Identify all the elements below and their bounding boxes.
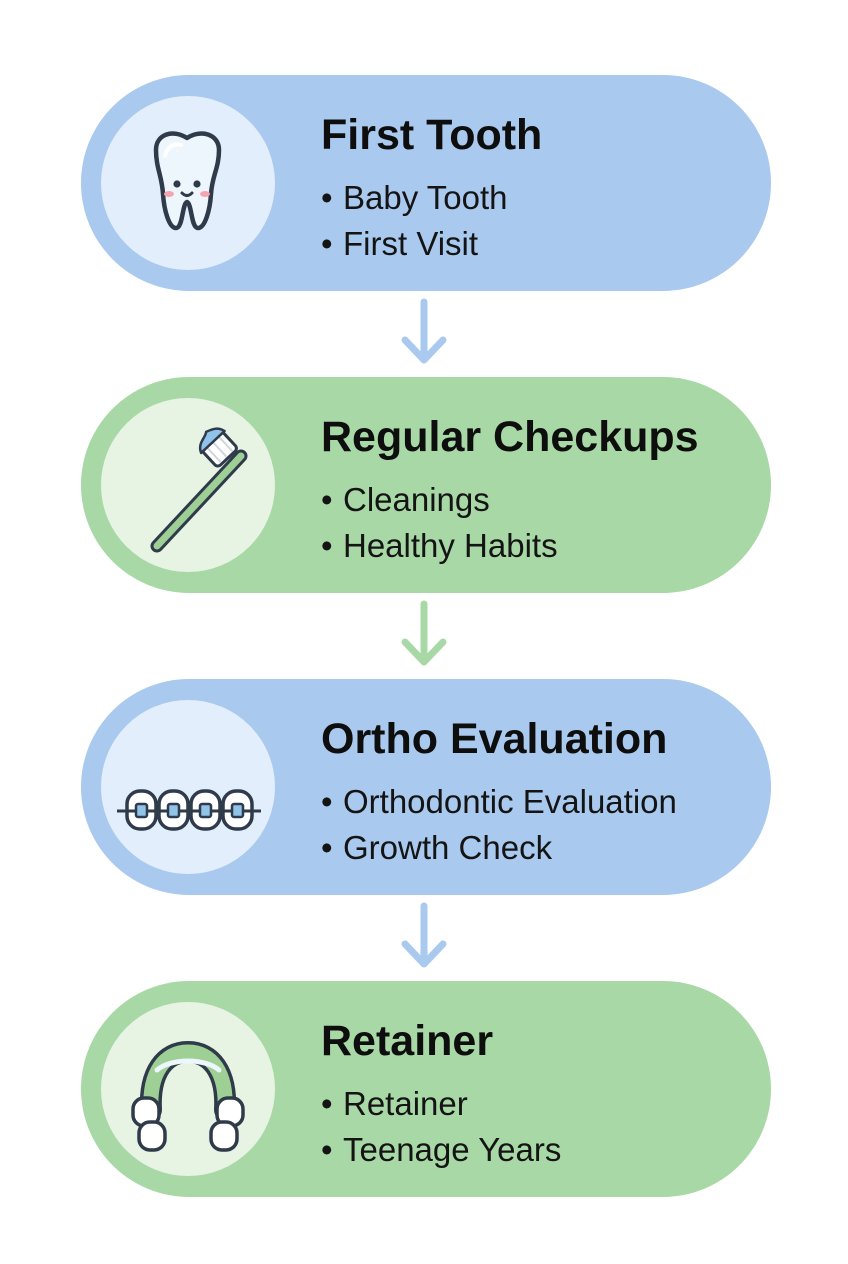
stage-retainer: Retainer Retainer Teenage Years [81, 981, 771, 1197]
down-arrow-icon [401, 298, 447, 364]
retainer-icon [131, 1040, 245, 1152]
stage-title: First Tooth [321, 111, 543, 159]
braces-icon [117, 789, 261, 831]
bullet-item: Growth Check [321, 825, 677, 871]
down-arrow-icon [401, 600, 447, 666]
stage-bullets: Baby Tooth First Visit [321, 175, 508, 267]
bullet-item: Cleanings [321, 477, 558, 523]
bullet-item: Orthodontic Evaluation [321, 779, 677, 825]
stage-first-tooth: First Tooth Baby Tooth First Visit [81, 75, 771, 291]
icon-badge [101, 1002, 275, 1176]
stage-title: Retainer [321, 1017, 494, 1065]
bullet-item: First Visit [321, 221, 508, 267]
stage-regular-checkups: Regular Checkups Cleanings Healthy Habit… [81, 377, 771, 593]
toothbrush-icon [150, 427, 248, 553]
icon-badge [101, 398, 275, 572]
bullet-item: Healthy Habits [321, 523, 558, 569]
icon-badge [101, 700, 275, 874]
stage-bullets: Orthodontic Evaluation Growth Check [321, 779, 677, 871]
tooth-icon [153, 131, 222, 231]
down-arrow-icon [401, 902, 447, 968]
stage-ortho-evaluation: Ortho Evaluation Orthodontic Evaluation … [81, 679, 771, 895]
stage-title: Regular Checkups [321, 413, 699, 461]
stage-bullets: Cleanings Healthy Habits [321, 477, 558, 569]
bullet-item: Baby Tooth [321, 175, 508, 221]
bullet-item: Retainer [321, 1081, 561, 1127]
icon-badge [101, 96, 275, 270]
stage-title: Ortho Evaluation [321, 715, 668, 763]
stage-bullets: Retainer Teenage Years [321, 1081, 561, 1173]
bullet-item: Teenage Years [321, 1127, 561, 1173]
